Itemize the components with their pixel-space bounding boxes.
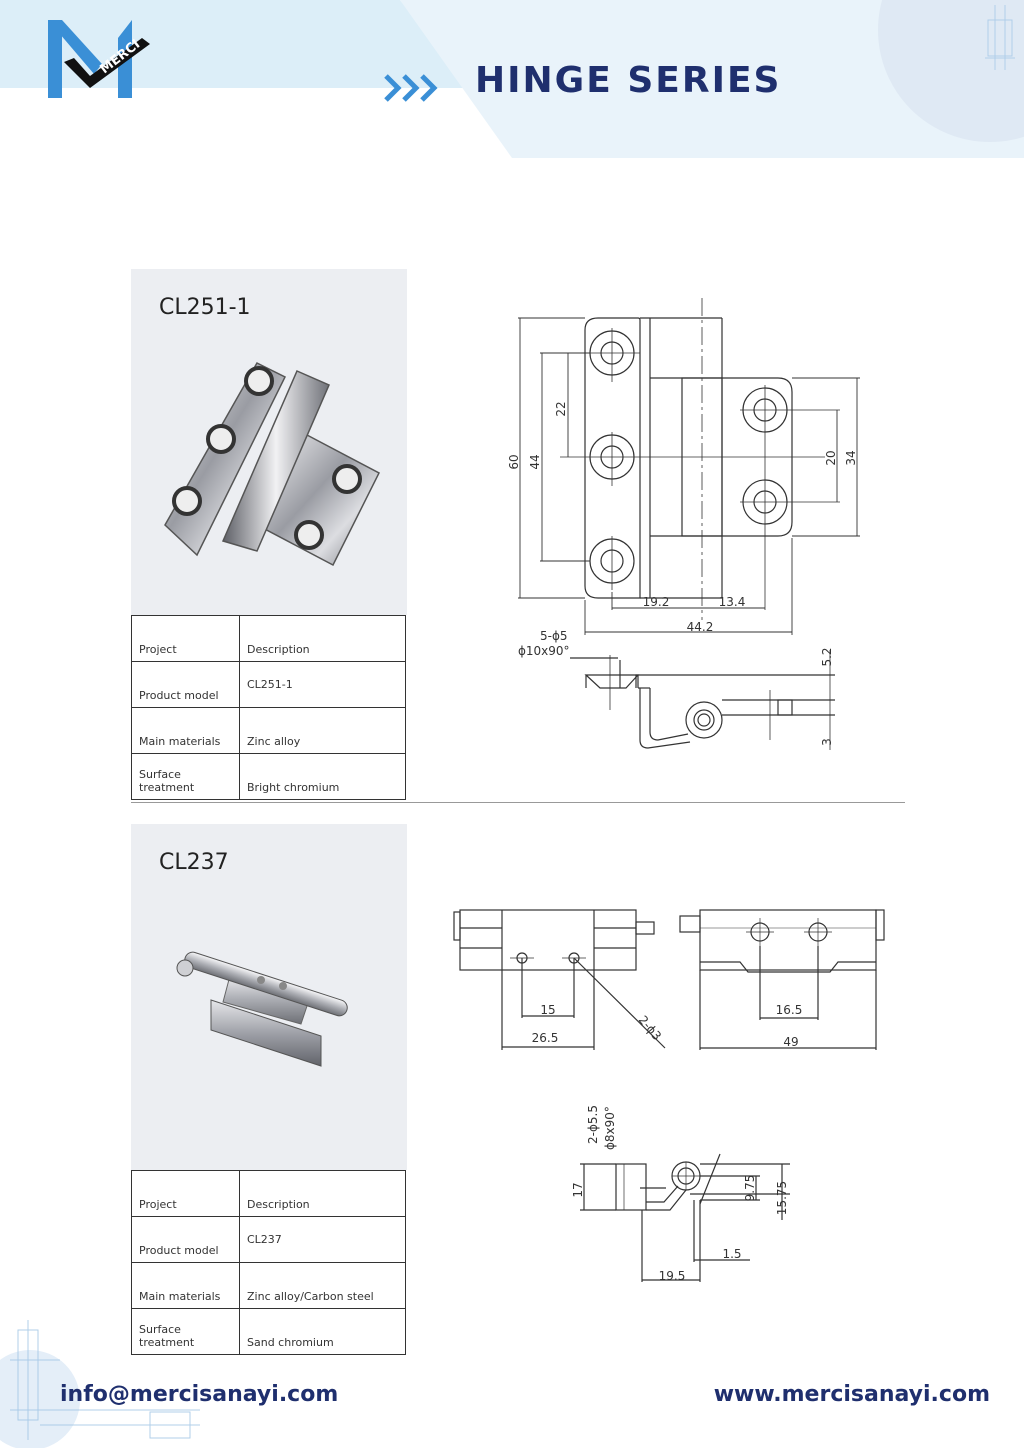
dim-13-4: 13.4 <box>719 595 746 609</box>
footer-decoration <box>0 1320 200 1448</box>
table-row: Project Description <box>131 615 406 662</box>
product-panel-cl237: CL237 <box>131 824 407 1170</box>
dim-15-75: 15.75 <box>775 1181 789 1215</box>
dim-side-holes: 2-ϕ5.5 <box>586 1105 600 1144</box>
dim-9-75: 9.75 <box>743 1175 757 1202</box>
footer-email-link[interactable]: info@mercisanayi.com <box>60 1382 339 1407</box>
dim-holes: 5-ϕ5 <box>540 629 568 643</box>
page-title: HINGE SERIES <box>475 60 782 101</box>
dim-15: 15 <box>540 1003 555 1017</box>
dim-19-5: 19.5 <box>659 1269 686 1283</box>
dim-countersink: ϕ10x90° <box>518 644 570 658</box>
project-label: Project <box>131 1170 240 1217</box>
table-row: Surface treatment Bright chromium <box>131 753 406 800</box>
spec-table-cl237: Project Description Product model CL237 … <box>131 1170 406 1355</box>
project-label: Project <box>131 615 240 662</box>
table-row: Product model CL251-1 <box>131 661 406 708</box>
spec-table-cl251-1: Project Description Product model CL251-… <box>131 615 406 800</box>
dim-19-2: 19.2 <box>643 595 670 609</box>
dim-3: 3 <box>820 738 834 746</box>
description-label: Description <box>239 615 406 662</box>
table-row: Main materials Zinc alloy <box>131 707 406 754</box>
surface-treatment-label: Surface treatment <box>131 753 240 800</box>
dim-16-5: 16.5 <box>776 1003 803 1017</box>
chevrons-icon <box>384 74 438 102</box>
model-title: CL251-1 <box>159 295 251 320</box>
table-row: Main materials Zinc alloy/Carbon steel <box>131 1262 406 1309</box>
model-title: CL237 <box>159 850 229 875</box>
surface-treatment-value: Sand chromium <box>239 1308 406 1355</box>
product-model-value: CL237 <box>239 1216 406 1263</box>
merci-logo: MERCI <box>48 20 150 98</box>
table-row: Project Description <box>131 1170 406 1217</box>
table-row: Surface treatment Sand chromium <box>131 1308 406 1355</box>
main-materials-value: Zinc alloy/Carbon steel <box>239 1262 406 1309</box>
product-model-value: CL251-1 <box>239 661 406 708</box>
surface-treatment-label: Surface treatment <box>131 1308 240 1355</box>
dim-20: 20 <box>824 450 838 465</box>
dim-49: 49 <box>783 1035 798 1049</box>
dim-26-5: 26.5 <box>532 1031 559 1045</box>
main-materials-value: Zinc alloy <box>239 707 406 754</box>
hinge-photo-cl237 <box>176 951 348 1067</box>
dim-22: 22 <box>554 401 568 416</box>
product-model-label: Product model <box>131 1216 240 1263</box>
main-materials-label: Main materials <box>131 707 240 754</box>
product-model-label: Product model <box>131 661 240 708</box>
technical-drawing-cl237-side: 2-ϕ5.5 ϕ8x90° 17 9.75 15.75 1.5 19.5 <box>571 1105 790 1283</box>
dim-44: 44 <box>528 454 542 469</box>
description-label: Description <box>239 1170 406 1217</box>
hinge-photo-cl251-1 <box>164 362 380 567</box>
dim-44-2: 44.2 <box>687 620 714 634</box>
dim-side-countersink: ϕ8x90° <box>603 1106 617 1150</box>
product-panel-cl251-1: CL251-1 <box>131 269 407 615</box>
technical-drawing-cl237-front: 15 26.5 2-ϕ3 16.5 49 <box>453 909 885 1050</box>
footer-website-link[interactable]: www.mercisanayi.com <box>713 1382 990 1407</box>
dim-17: 17 <box>571 1182 585 1197</box>
dim-5-2: 5.2 <box>820 647 834 666</box>
technical-drawing-cl251-1: 60 44 22 20 34 19.2 13.4 44.2 5-ϕ5 ϕ10x9… <box>507 298 860 750</box>
dim-holes: 2-ϕ3 <box>636 1013 664 1043</box>
dim-60: 60 <box>507 454 521 469</box>
section-divider <box>131 802 905 803</box>
surface-treatment-value: Bright chromium <box>239 753 406 800</box>
table-row: Product model CL237 <box>131 1216 406 1263</box>
dim-34: 34 <box>844 450 858 465</box>
dim-1-5: 1.5 <box>722 1247 741 1261</box>
